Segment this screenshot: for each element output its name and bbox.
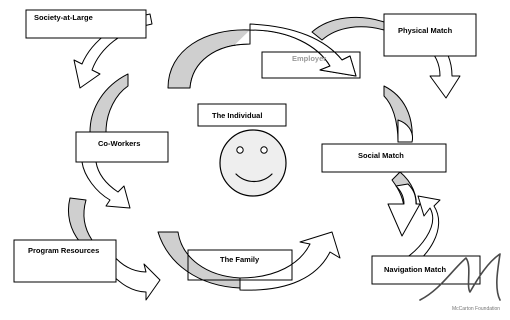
arrow-coworkers-down <box>81 161 131 209</box>
employer-label: Employer <box>292 54 326 63</box>
node-society: Society-at-Large <box>25 9 147 39</box>
watermark-text: McCarton Foundation <box>452 306 500 312</box>
arrow-left-upper-shade <box>89 73 129 133</box>
co-workers-label: Co-Workers <box>98 139 140 148</box>
arrow-employer-body <box>249 23 357 77</box>
society-label: Society-at-Large <box>34 13 93 22</box>
node-program-resources: Program Resources <box>13 239 117 283</box>
program-resources-label: Program Resources <box>28 246 99 255</box>
social-match-label: Social Match <box>358 151 404 160</box>
arrow-family-to-right <box>239 231 341 291</box>
individual-label: The Individual <box>212 111 262 120</box>
node-employer: Employer <box>261 51 361 79</box>
node-family: The Family <box>187 249 293 281</box>
smiley-face-icon <box>219 129 287 197</box>
family-label: The Family <box>220 255 260 264</box>
node-co-workers: Co-Workers <box>75 131 169 163</box>
arrow-physical-to-social-tail <box>397 119 413 143</box>
arrow-left-lower-shade <box>67 197 93 243</box>
arrow-to-physical <box>311 16 385 41</box>
arrow-social-to-navigation-head <box>387 183 421 237</box>
node-physical-match: Physical Match <box>383 13 477 57</box>
navigation-match-label: Navigation Match <box>384 265 447 274</box>
node-individual: The Individual <box>197 103 287 127</box>
node-social-match: Social Match <box>321 143 447 173</box>
physical-match-label: Physical Match <box>398 26 453 35</box>
signature-logo-icon: McCarton Foundation <box>419 253 501 312</box>
